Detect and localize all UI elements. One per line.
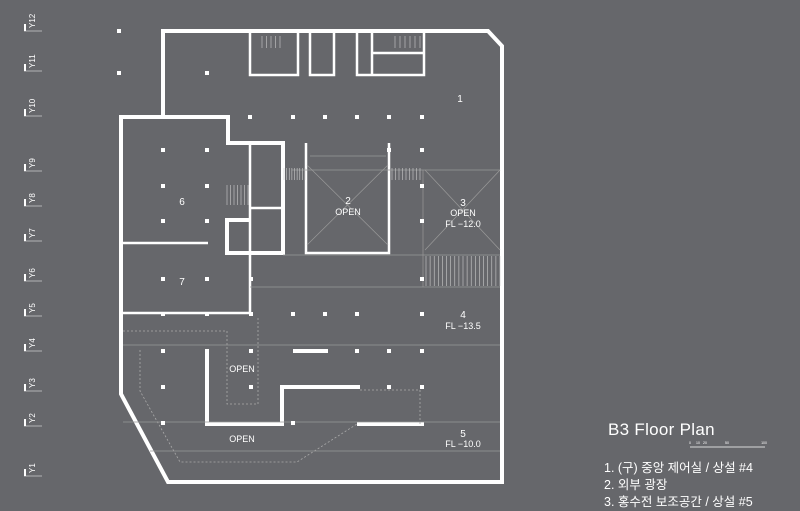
column (117, 71, 121, 75)
axis-label: Y12 (28, 13, 37, 28)
column (420, 385, 424, 389)
column (161, 184, 165, 188)
column (291, 312, 295, 316)
column (323, 115, 327, 119)
axis-tick (24, 469, 26, 476)
axis-label: Y7 (28, 228, 37, 238)
column (420, 312, 424, 316)
room-5-level: FL −10.0 (445, 439, 480, 449)
column (249, 312, 253, 316)
column (205, 219, 209, 223)
lower-walls (205, 349, 424, 426)
column (161, 421, 165, 425)
axis-label: Y9 (28, 158, 37, 168)
plan-title: B3 Floor Plan (608, 420, 715, 439)
column (161, 312, 165, 316)
room-4-number: 4 (460, 310, 466, 321)
grid-axis: Y1 Y2 Y3 Y4 Y5 Y6 Y7 Y8 Y9 Y10 Y11 Y12 (24, 13, 42, 477)
axis-label: Y8 (28, 193, 37, 203)
column (387, 115, 391, 119)
column (161, 349, 165, 353)
column (387, 148, 391, 152)
column (420, 115, 424, 119)
axis-tick (24, 419, 26, 426)
dashed-lines (123, 316, 421, 463)
column (355, 115, 359, 119)
column (291, 421, 295, 425)
column (387, 385, 391, 389)
column (420, 148, 424, 152)
axis-label: Y6 (28, 268, 37, 278)
axis-label: Y2 (28, 413, 37, 423)
columns (117, 29, 424, 425)
axis-label: Y5 (28, 303, 37, 313)
column (205, 312, 209, 316)
axis-tick (24, 64, 26, 71)
column (161, 385, 165, 389)
axis-tick (24, 384, 26, 391)
legend-item: 3. 홍수전 보조공간 / 상설 #5 (604, 495, 753, 509)
scale-tick: 10 (696, 441, 700, 445)
column (161, 219, 165, 223)
room-3-label: OPEN (450, 208, 476, 218)
axis-label: Y1 (28, 463, 37, 473)
room-5-number: 5 (460, 429, 466, 440)
axis-tick (24, 109, 26, 116)
legend-item: 2. 외부 광장 (604, 478, 668, 492)
scale-tick: 20 (703, 441, 707, 445)
thin-lines (123, 155, 501, 452)
column (323, 312, 327, 316)
column (205, 71, 209, 75)
open-area-label: OPEN (229, 364, 255, 374)
column (420, 277, 424, 281)
axis-tick (24, 24, 26, 31)
column (249, 385, 253, 389)
axis-label: Y10 (28, 98, 37, 113)
room-6-number: 6 (179, 197, 185, 208)
column (355, 349, 359, 353)
axis-tick (24, 234, 26, 241)
axis-label: Y11 (28, 54, 37, 68)
interior-walls (121, 32, 426, 315)
column (249, 349, 253, 353)
room-3-number: 3 (460, 198, 466, 209)
scale-tick: 100 (761, 441, 767, 445)
scale-tick: 0 (689, 441, 691, 445)
axis-label: Y3 (28, 378, 37, 388)
column (420, 219, 424, 223)
axis-tick (24, 274, 26, 281)
column (420, 349, 424, 353)
axis-tick (24, 164, 26, 171)
axis-tick (24, 199, 26, 206)
room-2-label: OPEN (335, 207, 361, 217)
axis-tick (24, 344, 26, 351)
legend-item: 1. (구) 중앙 제어실 / 상설 #4 (604, 461, 753, 475)
floor-plan-drawing: Y1 Y2 Y3 Y4 Y5 Y6 Y7 Y8 Y9 Y10 Y11 Y12 (24, 13, 767, 484)
column (161, 148, 165, 152)
exterior-walls (119, 29, 504, 484)
column (420, 184, 424, 188)
column (248, 115, 252, 119)
column (205, 148, 209, 152)
open-area-label: OPEN (229, 434, 255, 444)
scale-bar: 0 10 20 50 100 (689, 441, 767, 448)
column (205, 184, 209, 188)
column (117, 29, 121, 33)
column (205, 277, 209, 281)
column (355, 312, 359, 316)
stairs (226, 36, 501, 286)
column (387, 349, 391, 353)
scale-tick: 50 (725, 441, 729, 445)
room-4-level: FL −13.5 (445, 321, 480, 331)
axis-label: Y4 (28, 338, 37, 348)
column (161, 277, 165, 281)
legend: 1. (구) 중앙 제어실 / 상설 #4 2. 외부 광장 3. 홍수전 보조… (604, 460, 753, 511)
room-2-number: 2 (345, 196, 351, 207)
room-1-number: 1 (457, 94, 463, 105)
axis-tick (24, 309, 26, 316)
room-7-number: 7 (179, 277, 185, 288)
room-3-level: FL −12.0 (445, 219, 480, 229)
column (291, 115, 295, 119)
column (249, 277, 253, 281)
